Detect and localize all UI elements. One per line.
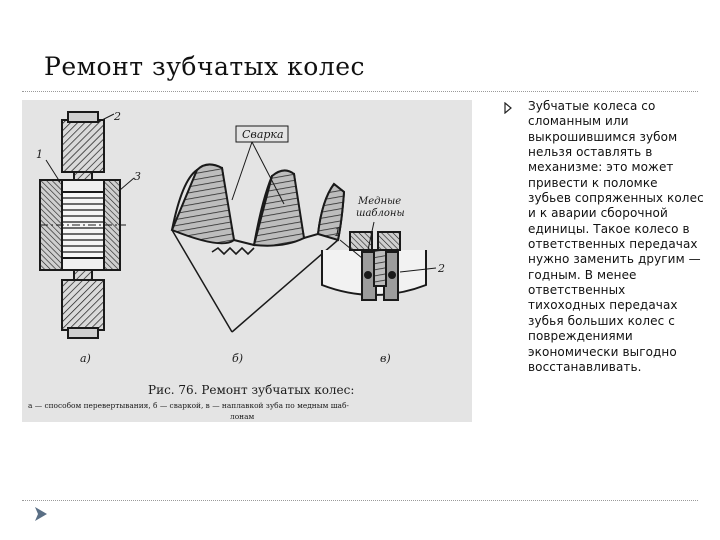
title-divider: [22, 91, 698, 92]
subfig-label-a: а): [80, 352, 91, 365]
callout-1-a: 1: [36, 148, 43, 161]
subfig-label-b: б): [232, 352, 243, 365]
slide-title: Ремонт зубчатых колес: [44, 52, 366, 81]
footer-divider: [22, 500, 698, 501]
gear-repair-figure: 2 1 3 а) Сварка б): [22, 100, 472, 422]
callout-2-v: 2: [437, 262, 445, 275]
navigation-arrow-icon[interactable]: [34, 506, 48, 522]
figure-caption-title: Рис. 76. Ремонт зубчатых колес:: [148, 383, 354, 397]
figure-caption-line2: лонам: [230, 412, 254, 421]
callout-2-a: 2: [113, 110, 121, 123]
weld-label: Сварка: [242, 128, 284, 141]
copper-label-line1: Медные: [357, 196, 401, 207]
gear-buildup-v: [321, 221, 437, 301]
gear-welding-b: [170, 141, 346, 333]
triangle-right-outline-icon: [504, 102, 512, 114]
callout-3-a: 3: [134, 170, 141, 183]
figure-caption-line1: а — способом перевертывания, б — сваркой…: [28, 401, 349, 410]
subfig-label-v: в): [380, 352, 391, 365]
gear-section-a: [39, 111, 135, 339]
copper-label-line2: шаблоны: [356, 208, 405, 219]
bullet-paragraph: Зубчатые колеса со сломанным или выкроши…: [528, 99, 704, 374]
callout-1-v: 1: [334, 226, 341, 239]
